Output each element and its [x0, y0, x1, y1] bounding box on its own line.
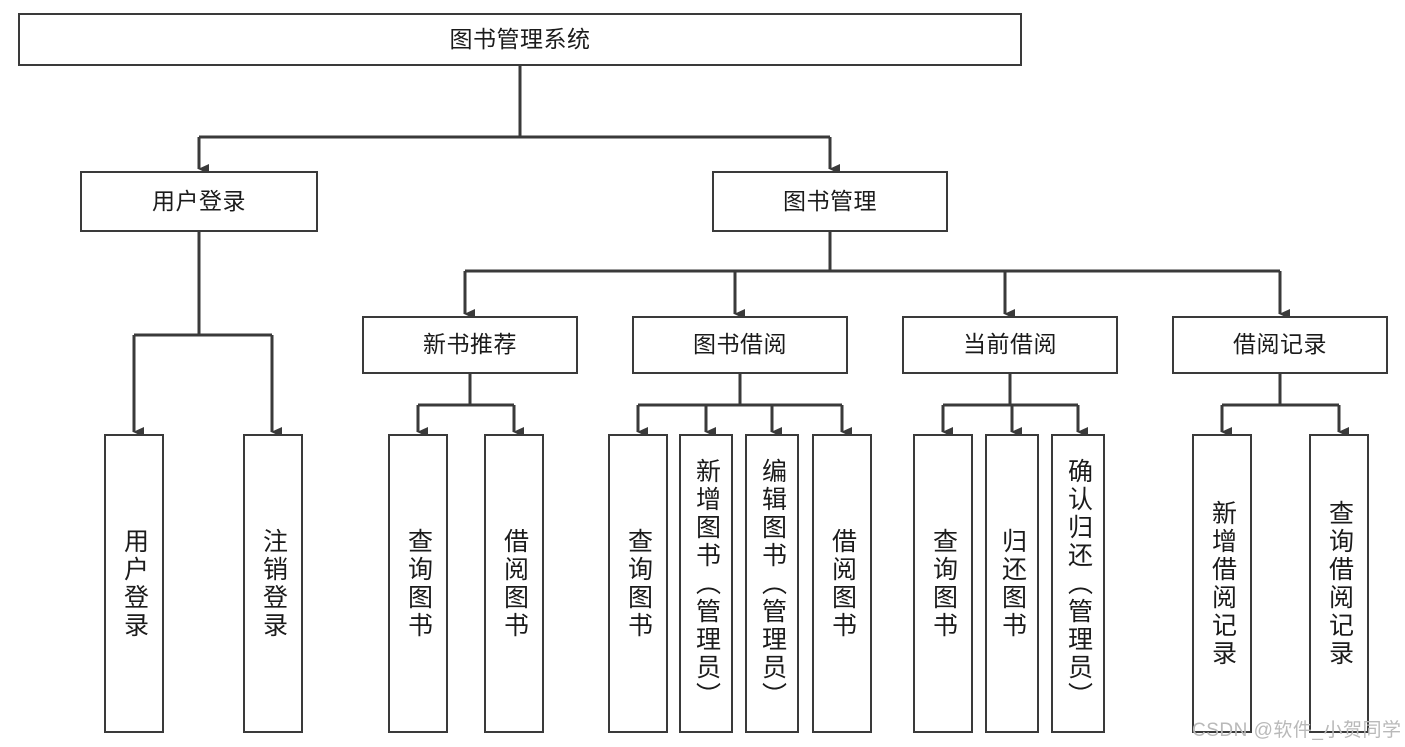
node-label: 用户登录: [120, 527, 149, 640]
node-label: 图书管理系统: [449, 25, 591, 52]
root-node-root: 图书管理系统: [18, 13, 1022, 66]
node-label: 借阅记录: [1233, 331, 1327, 358]
leaf-node-leaf-query-book-borrow: 查询图书: [608, 434, 668, 733]
leaf-node-leaf-edit-book-admin: 编辑图书（管理员）: [745, 434, 799, 733]
leaf-node-leaf-confirm-return-admin: 确认归还（管理员）: [1051, 434, 1105, 733]
node-label: 查询图书: [624, 527, 653, 640]
node-label: 查询借阅记录: [1325, 499, 1354, 668]
level3-node-current-borrow: 当前借阅: [902, 316, 1118, 374]
level2-node-user-login: 用户登录: [80, 171, 318, 232]
node-label: 新增图书（管理员）: [692, 457, 721, 710]
node-label: 新增借阅记录: [1208, 499, 1237, 668]
node-label: 确认归还（管理员）: [1064, 457, 1093, 710]
leaf-node-leaf-add-book-admin: 新增图书（管理员）: [679, 434, 733, 733]
leaf-node-leaf-query-book-recommend: 查询图书: [388, 434, 448, 733]
level3-node-new-book-recommend: 新书推荐: [362, 316, 578, 374]
level3-node-book-borrow: 图书借阅: [632, 316, 848, 374]
leaf-node-leaf-logout: 注销登录: [243, 434, 303, 733]
node-label: 新书推荐: [423, 331, 517, 358]
node-label: 查询图书: [404, 527, 433, 640]
level2-node-book-management: 图书管理: [712, 171, 948, 232]
node-label: 借阅图书: [828, 527, 857, 640]
node-label: 图书借阅: [693, 331, 787, 358]
leaf-node-leaf-query-book-current: 查询图书: [913, 434, 973, 733]
node-label: 编辑图书（管理员）: [758, 457, 787, 710]
node-label: 当前借阅: [963, 331, 1057, 358]
node-label: 注销登录: [259, 527, 288, 640]
node-label: 借阅图书: [500, 527, 529, 640]
leaf-node-leaf-add-borrow-record: 新增借阅记录: [1192, 434, 1252, 733]
level3-node-borrow-record: 借阅记录: [1172, 316, 1388, 374]
node-label: 图书管理: [783, 187, 877, 214]
leaf-node-leaf-user-login: 用户登录: [104, 434, 164, 733]
node-label: 用户登录: [152, 187, 246, 214]
leaf-node-leaf-borrow-book: 借阅图书: [812, 434, 872, 733]
leaf-node-leaf-return-book: 归还图书: [985, 434, 1039, 733]
node-label: 查询图书: [929, 527, 958, 640]
node-label: 归还图书: [998, 527, 1027, 640]
leaf-node-leaf-borrow-book-recommend: 借阅图书: [484, 434, 544, 733]
leaf-node-leaf-query-borrow-record: 查询借阅记录: [1309, 434, 1369, 733]
